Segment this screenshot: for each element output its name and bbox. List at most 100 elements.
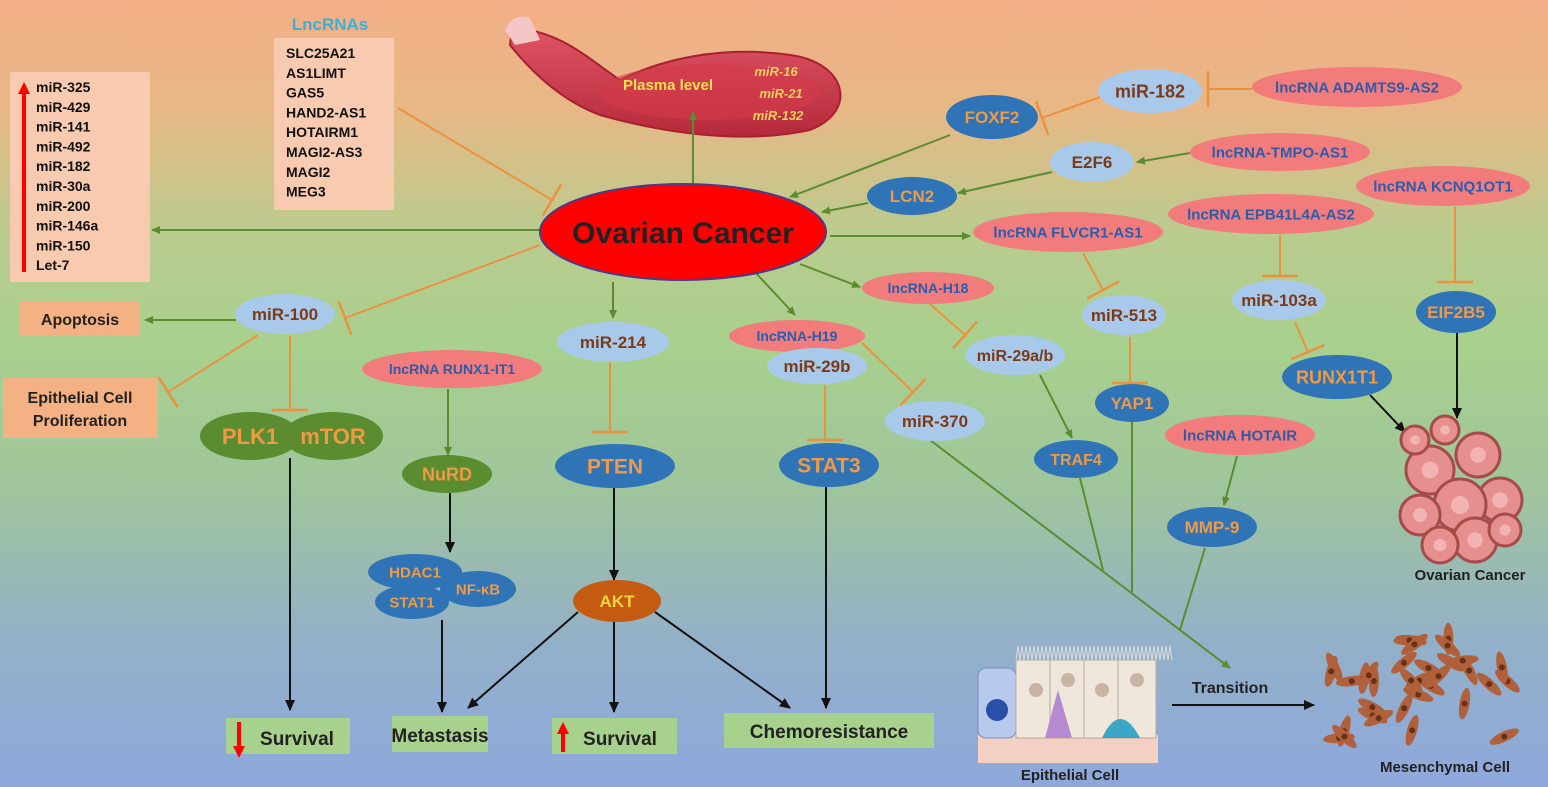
- node-label: HDAC1: [389, 564, 441, 581]
- cancer-cell-nucleus: [1450, 495, 1470, 515]
- epithelial-cell-image: [977, 645, 1173, 763]
- node-label: Ovarian Cancer: [572, 217, 794, 250]
- survival-up-label: Survival: [583, 729, 657, 750]
- node-shape: [375, 585, 449, 619]
- node-tmpo: lncRNA-TMPO-AS1: [1190, 133, 1370, 171]
- cancer-cell-nucleus: [1433, 538, 1447, 552]
- activation-edge: [789, 134, 951, 198]
- activation-edge: [754, 271, 796, 316]
- cancer-cell-nucleus: [1470, 447, 1486, 463]
- chemoresistance-box: [724, 713, 934, 748]
- mesenchymal-cell-nucleus: [1425, 664, 1432, 671]
- node-shape: [1282, 355, 1392, 399]
- node-label: RUNX1T1: [1296, 367, 1378, 387]
- node-shape: [1050, 142, 1134, 182]
- lncrna-list-item: SLC25A21: [286, 45, 355, 61]
- mesenchymal-cell-nucleus: [1348, 678, 1355, 685]
- node-label: mTOR: [300, 424, 366, 449]
- activation-edge: [821, 202, 869, 215]
- mirna-list-item: miR-429: [36, 99, 91, 115]
- node-foxf2: FOXF2: [946, 95, 1038, 139]
- node-runx1it1: lncRNA RUNX1-IT1: [362, 350, 542, 388]
- node-shape: [965, 335, 1065, 375]
- node-label: miR-103a: [1241, 291, 1317, 310]
- inhibition-edge: [167, 334, 259, 393]
- node-shape: [862, 272, 994, 304]
- node-plk1: PLK1: [200, 412, 300, 460]
- node-label: YAP1: [1111, 394, 1154, 413]
- lncrna-list-item: HOTAIRM1: [286, 124, 358, 140]
- mirna-list-item: miR-492: [36, 138, 91, 154]
- node-nfkb: NF-κB: [440, 571, 516, 607]
- node-shape: [885, 401, 985, 441]
- node-pten: PTEN: [555, 444, 675, 488]
- mirna-list-item: miR-182: [36, 158, 91, 174]
- node-mtor: mTOR: [283, 412, 383, 460]
- node-mir214: miR-214: [557, 322, 669, 362]
- node-shape: [283, 412, 383, 460]
- node-shape: [1190, 133, 1370, 171]
- node-mir29b: miR-29b: [767, 348, 867, 384]
- node-shape: [539, 183, 827, 281]
- node-label: miR-513: [1091, 306, 1157, 325]
- node-shape: [1232, 280, 1326, 320]
- activation-edge: [654, 611, 791, 709]
- node-shape: [946, 95, 1038, 139]
- node-mir370: miR-370: [885, 401, 985, 441]
- node-eif2b5: EIF2B5: [1416, 291, 1496, 333]
- upregulated-mirna-box: [10, 72, 150, 282]
- node-adamts9: lncRNA ADAMTS9-AS2: [1252, 67, 1462, 107]
- mirna-list-item: miR-30a: [36, 178, 91, 194]
- node-mir103a: miR-103a: [1232, 280, 1326, 320]
- node-epb: lncRNA EPB41L4A-AS2: [1168, 194, 1374, 234]
- apoptosis-box: [20, 302, 140, 336]
- cancer-cell-nucleus: [1421, 461, 1439, 479]
- transition-label: Transition: [1192, 680, 1268, 697]
- node-stat1: STAT1: [375, 585, 449, 619]
- node-mir100: miR-100: [235, 294, 335, 334]
- node-h18: lncRNA-H18: [862, 272, 994, 304]
- inhibition-edge: [397, 107, 553, 201]
- lncrna-list: SLC25A21AS1LIMTGAS5HAND2-AS1HOTAIRM1MAGI…: [286, 45, 366, 200]
- lncrna-list-item: HAND2-AS1: [286, 104, 366, 120]
- blood-vessel-plasma: Plasma level miR-16 miR-21 miR-132: [505, 16, 842, 138]
- mesenchymal-cell-nucleus: [1370, 677, 1377, 684]
- mesenchymal-cell-nucleus: [1498, 664, 1505, 671]
- node-shape: [1167, 507, 1257, 547]
- node-traf4: TRAF4: [1034, 440, 1118, 478]
- cancer-cell-nucleus: [1410, 435, 1420, 445]
- node-label: lncRNA ADAMTS9-AS2: [1275, 79, 1439, 96]
- mirna-list-item: miR-141: [36, 119, 91, 135]
- inhibition-edge: [1294, 321, 1309, 353]
- mirna-list-item: miR-200: [36, 198, 91, 214]
- node-shape: [1034, 440, 1118, 478]
- plasma-level-label: Plasma level: [623, 77, 713, 94]
- node-kcnq: lncRNA KCNQ1OT1: [1356, 166, 1530, 206]
- activation-edge: [1079, 477, 1104, 571]
- mesenchymal-cell-nucleus: [1400, 659, 1407, 666]
- node-flvcr1: lncRNA FLVCR1-AS1: [973, 212, 1163, 252]
- survival-down-box: [226, 718, 350, 754]
- node-akt: AKT: [573, 580, 661, 622]
- node-label: AKT: [600, 592, 636, 611]
- edges: [144, 71, 1473, 713]
- node-label: lncRNA HOTAIR: [1183, 427, 1297, 444]
- node-shape: [1095, 384, 1169, 422]
- cancer-cell-nucleus: [1467, 532, 1483, 548]
- node-shape: [867, 177, 957, 215]
- node-shape: [729, 320, 865, 352]
- plasma-mirna: miR-132: [753, 108, 804, 123]
- mesenchymal-cell-nucleus: [1365, 672, 1372, 679]
- inhibition-bar: [899, 378, 927, 406]
- node-label: lncRNA-H19: [757, 328, 838, 344]
- mesenchymal-cell-nucleus: [1341, 733, 1348, 740]
- node-label: miR-29a/b: [977, 348, 1054, 365]
- mesenchymal-cell-nucleus: [1375, 715, 1382, 722]
- inhibition-edge: [929, 303, 966, 336]
- mesenchymal-cell-nucleus: [1328, 668, 1335, 675]
- mirna-list-item: Let-7: [36, 257, 70, 273]
- mesenchymal-cell-nucleus: [1435, 673, 1442, 680]
